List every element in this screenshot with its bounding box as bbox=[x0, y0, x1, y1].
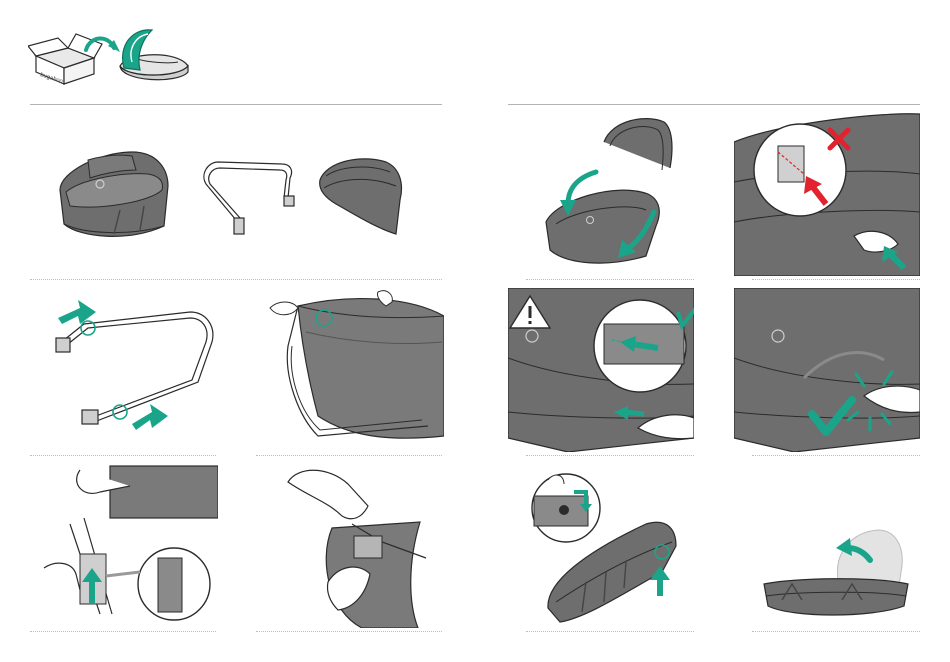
step-wrong-orientation bbox=[734, 112, 920, 276]
unbox-carrycot-icon: bugaboo bbox=[28, 22, 193, 88]
section-rule-left bbox=[30, 104, 442, 105]
divider-dotted bbox=[752, 455, 920, 456]
divider-dotted bbox=[30, 279, 442, 280]
step-click-in-place bbox=[734, 288, 920, 452]
step-press-connector bbox=[40, 464, 218, 624]
carrycot-illustration bbox=[60, 152, 168, 236]
sun-canopy-illustration bbox=[320, 159, 402, 234]
divider-dotted bbox=[526, 455, 694, 456]
step-place-canopy bbox=[526, 112, 694, 272]
handle-bar-illustration bbox=[204, 162, 294, 234]
step-insert-handle bbox=[258, 286, 444, 442]
divider-dotted bbox=[256, 631, 442, 632]
divider-dotted bbox=[526, 631, 694, 632]
divider-dotted bbox=[256, 455, 442, 456]
divider-dotted bbox=[752, 279, 920, 280]
step-fold-canopy bbox=[752, 522, 920, 622]
package-contents bbox=[40, 140, 440, 244]
divider-dotted bbox=[526, 279, 694, 280]
divider-dotted bbox=[30, 631, 216, 632]
step-slide-connector bbox=[508, 288, 694, 452]
step-attach-handle bbox=[40, 292, 220, 442]
step-push-release bbox=[526, 462, 694, 626]
section-rule-right bbox=[508, 104, 920, 105]
step-close-lock bbox=[258, 462, 444, 628]
carrycot-icon bbox=[120, 30, 188, 80]
divider-dotted bbox=[30, 455, 216, 456]
divider-dotted bbox=[752, 631, 920, 632]
